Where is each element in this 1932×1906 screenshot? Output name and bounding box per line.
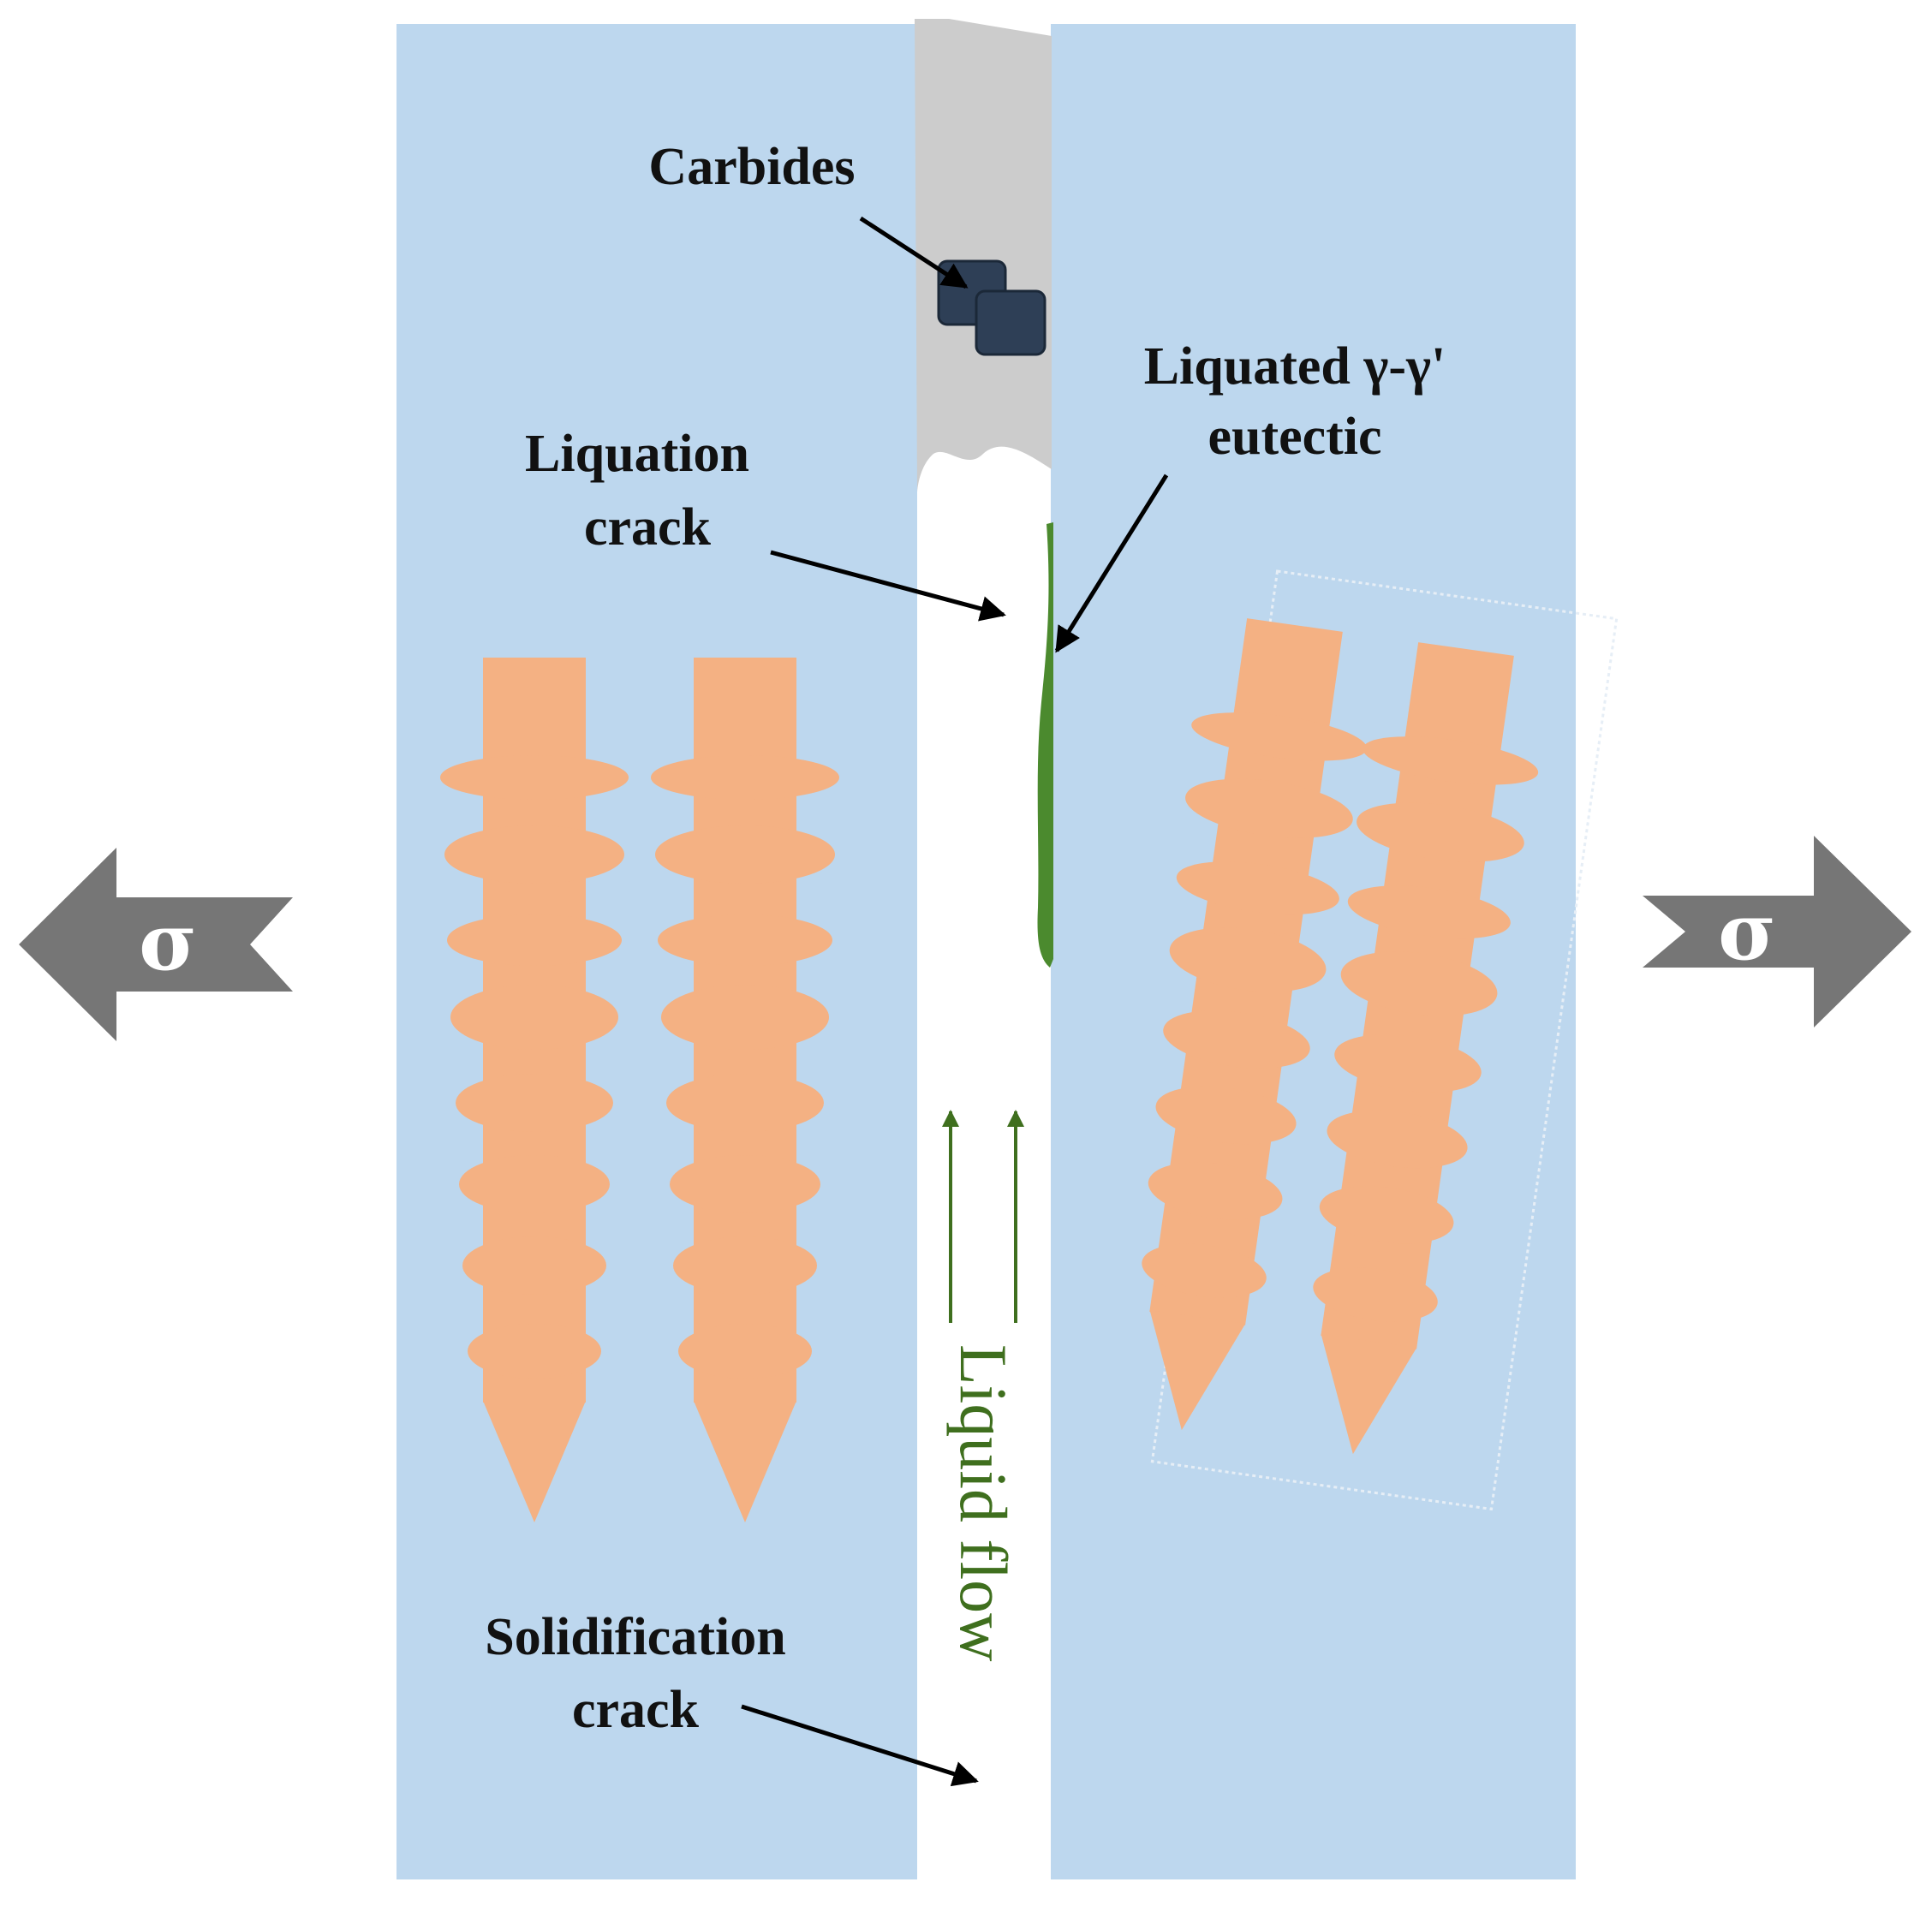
carbide-region: [915, 19, 1052, 492]
solidification-crack-label-line2: crack: [572, 1681, 700, 1739]
liquation-crack-label-line1: Liquation: [525, 425, 749, 483]
solidification-crack-leader: [741, 1704, 979, 1787]
carbides-leader: [859, 216, 969, 289]
liquid-flow-label: Liquid flow: [946, 1344, 1021, 1661]
liquation-crack-leader: [770, 550, 1006, 622]
solidification-crack-label-line1: Solidification: [485, 1608, 785, 1666]
stress-label-left: σ: [139, 896, 197, 988]
liquated-eutectic-leader: [1054, 474, 1169, 653]
liquation-crack-label-line2: crack: [584, 498, 712, 557]
liquated-eutectic-label-line2: eutectic: [1208, 408, 1381, 466]
carbides-label: Carbides: [648, 138, 855, 196]
stress-arrow-right: [1643, 836, 1911, 1027]
carbide-particle: [975, 289, 1046, 356]
stress-label-right: σ: [1718, 885, 1776, 978]
liquated-eutectic-label-line1: Liquated γ-γ': [1144, 337, 1446, 396]
liquated-eutectic-film: [1037, 522, 1053, 968]
stress-arrow-left: [19, 848, 293, 1041]
